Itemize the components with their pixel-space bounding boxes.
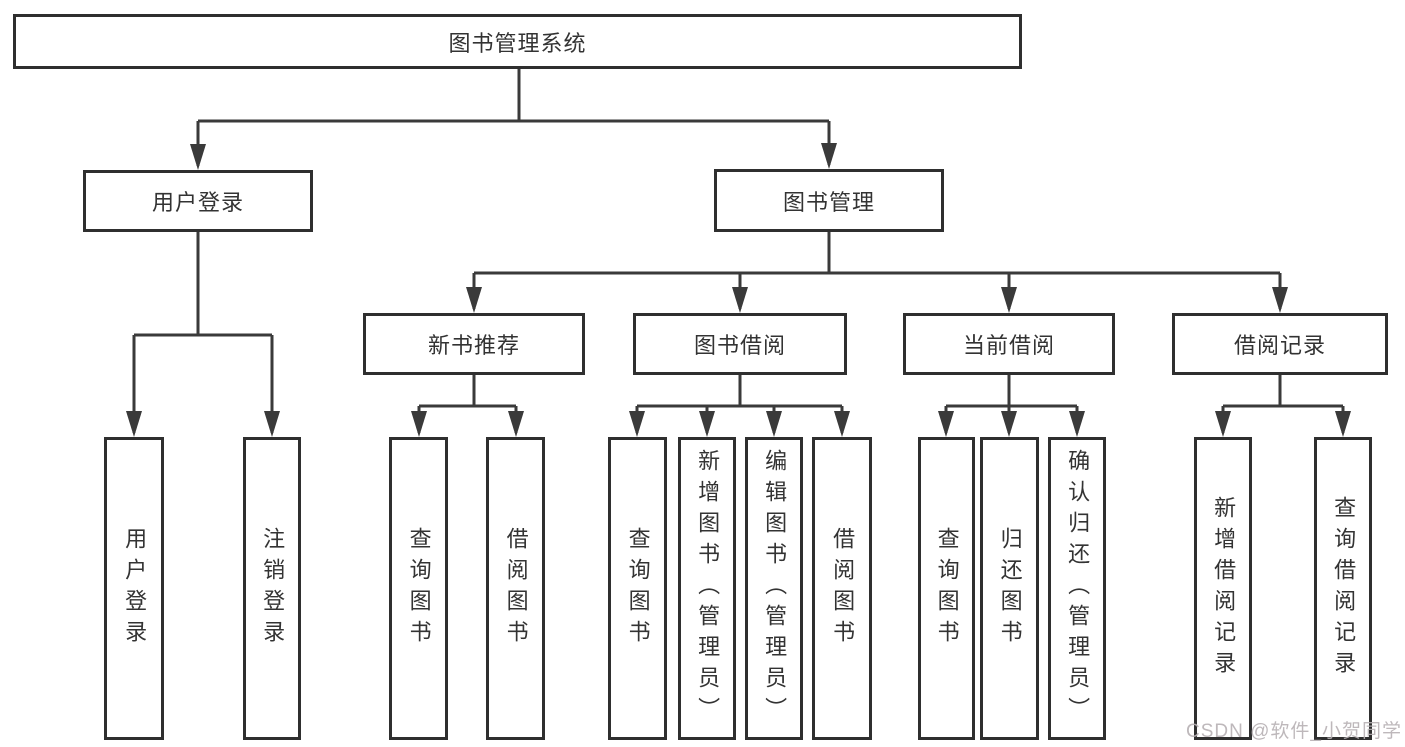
leaf-user-login: 用户登录 [104,437,164,740]
leaf-logout: 注销登录 [243,437,301,740]
leaf-edit-books-admin: 编辑图书（管理员） [745,437,803,740]
node-root-system: 图书管理系统 [13,14,1022,69]
csdn-watermark: CSDN @软件_小贺同学 [1186,721,1402,742]
leaf-query-borrow-record: 查询借阅记录 [1314,437,1372,740]
leaf-query-books-borrow: 查询图书 [608,437,667,740]
leaf-query-books-recommend: 查询图书 [389,437,448,740]
leaf-return-books: 归还图书 [980,437,1039,740]
leaf-add-borrow-record: 新增借阅记录 [1194,437,1252,740]
node-current-borrow: 当前借阅 [903,313,1115,375]
node-borrow-records: 借阅记录 [1172,313,1388,375]
leaf-borrow-books: 借阅图书 [812,437,872,740]
node-user-login: 用户登录 [83,170,313,232]
arrowheads [126,143,1351,437]
leaf-add-books-admin: 新增图书（管理员） [678,437,736,740]
node-book-borrow: 图书借阅 [633,313,847,375]
node-book-management: 图书管理 [714,169,944,232]
leaf-query-books-current: 查询图书 [918,437,975,740]
node-new-book-recommend: 新书推荐 [363,313,585,375]
leaf-confirm-return-admin: 确认归还（管理员） [1048,437,1106,740]
leaf-borrow-books-recommend: 借阅图书 [486,437,545,740]
